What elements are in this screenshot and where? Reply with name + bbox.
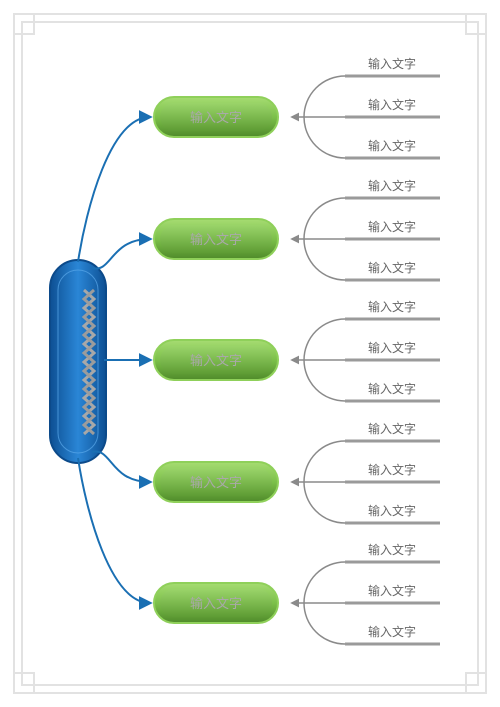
branch-node[interactable]: 输入文字: [153, 582, 279, 624]
connector-arrow: [91, 232, 153, 270]
branch-node[interactable]: 输入文字: [153, 96, 279, 138]
central-node[interactable]: [49, 259, 107, 464]
leaf-label[interactable]: 输入文字: [368, 299, 416, 314]
leaf-label[interactable]: 输入文字: [368, 421, 416, 436]
leaf-label[interactable]: 输入文字: [368, 381, 416, 396]
zigzag-line: [81, 288, 97, 436]
zigzag-pattern-icon: [81, 288, 97, 436]
leaf-label[interactable]: 输入文字: [368, 462, 416, 477]
branch-node-label: 输入文字: [190, 596, 242, 612]
branch-node-label: 输入文字: [190, 232, 242, 248]
leaf-label[interactable]: 输入文字: [368, 583, 416, 598]
leaf-label[interactable]: 输入文字: [368, 260, 416, 275]
branch-node[interactable]: 输入文字: [153, 339, 279, 381]
branch-node-inner: [160, 468, 272, 496]
branch-node-label: 输入文字: [190, 353, 242, 369]
decorative-frame: [13, 13, 487, 694]
zigzag-line: [81, 288, 97, 436]
branch-node[interactable]: 输入文字: [153, 218, 279, 260]
branch-node-inner: [160, 225, 272, 253]
connector-arrow: [91, 450, 153, 489]
leaf-label[interactable]: 输入文字: [368, 503, 416, 518]
leaf-label[interactable]: 输入文字: [368, 624, 416, 639]
branch-node-inner: [160, 346, 272, 374]
branch-node-label: 输入文字: [190, 475, 242, 491]
leaf-label[interactable]: 输入文字: [368, 138, 416, 153]
branch-node-inner: [160, 589, 272, 617]
leaf-label[interactable]: 输入文字: [368, 56, 416, 71]
leaf-label[interactable]: 输入文字: [368, 340, 416, 355]
leaf-label[interactable]: 输入文字: [368, 97, 416, 112]
branch-node-inner: [160, 103, 272, 131]
leaf-label[interactable]: 输入文字: [368, 542, 416, 557]
branch-node-label: 输入文字: [190, 110, 242, 126]
leaf-label[interactable]: 输入文字: [368, 178, 416, 193]
leaf-label[interactable]: 输入文字: [368, 219, 416, 234]
connector-arrow: [77, 457, 153, 610]
branches-layer: 输入文字输入文字输入文字输入文字输入文字输入文字输入文字输入文字输入文字输入文字…: [77, 56, 440, 646]
branch-node[interactable]: 输入文字: [153, 461, 279, 503]
connector-arrow: [77, 110, 153, 263]
